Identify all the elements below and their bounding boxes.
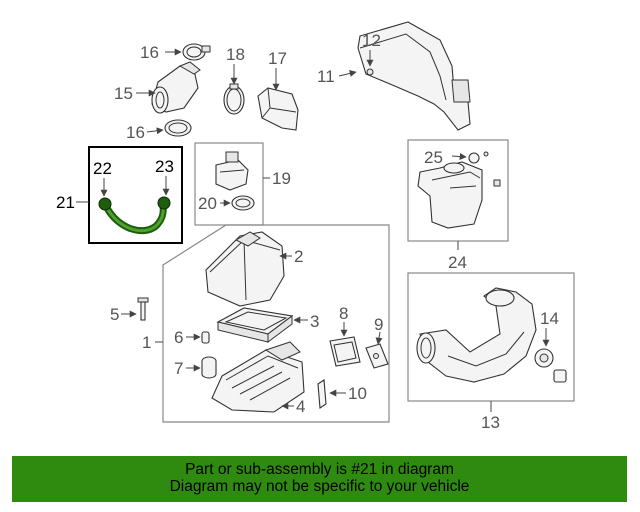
callout-14[interactable]: 14 (540, 309, 559, 328)
seal-plate-illustration[interactable] (329, 336, 361, 367)
callout-labels: 1 2 3 4 5 6 7 8 9 10 11 12 13 14 15 16 1… (56, 31, 559, 432)
resonator-cap-illustration[interactable] (468, 151, 501, 187)
callout-1[interactable]: 1 (142, 333, 151, 352)
callout-23[interactable]: 23 (155, 157, 174, 176)
callout-18[interactable]: 18 (226, 45, 245, 64)
bracket-plate-illustration[interactable] (365, 343, 389, 369)
callout-24[interactable]: 24 (448, 253, 467, 272)
part-21-highlight-box[interactable] (88, 146, 183, 244)
banner-line-1: Part or sub-assembly is #21 in diagram (185, 461, 454, 478)
sensor-illustration[interactable] (215, 151, 249, 191)
callout-16-lower[interactable]: 16 (126, 123, 145, 142)
clamp-lower-illustration[interactable] (164, 119, 192, 137)
callout-15[interactable]: 15 (114, 84, 133, 103)
callout-16-upper[interactable]: 16 (140, 43, 159, 62)
callout-3[interactable]: 3 (310, 312, 319, 331)
callout-13[interactable]: 13 (481, 413, 500, 432)
callout-7[interactable]: 7 (174, 359, 183, 378)
air-cleaner-lower-case-illustration[interactable] (211, 341, 305, 413)
callout-12[interactable]: 12 (362, 31, 381, 50)
upper-air-duct-illustration[interactable] (357, 21, 471, 131)
callout-25[interactable]: 25 (424, 148, 443, 167)
clamp-upper-illustration[interactable] (182, 43, 211, 61)
hose-clamp-illustration[interactable] (223, 83, 245, 115)
bracket-illustration[interactable] (257, 87, 299, 131)
part-23-clamp-icon[interactable] (157, 196, 171, 210)
part-21-hose-assembly[interactable] (98, 196, 171, 235)
callout-2[interactable]: 2 (294, 247, 303, 266)
callout-5[interactable]: 5 (110, 305, 119, 324)
air-cleaner-cover-illustration[interactable] (205, 231, 285, 307)
sensor-group-box (194, 142, 264, 226)
callout-19[interactable]: 19 (272, 169, 291, 188)
parts-diagram: 1 2 3 4 5 6 7 8 9 10 11 12 13 14 15 16 1… (56, 21, 575, 432)
air-cleaner-group-box (162, 224, 390, 423)
clip-illustration[interactable] (317, 379, 327, 409)
callout-10[interactable]: 10 (348, 384, 367, 403)
part-22-clamp-icon[interactable] (98, 197, 112, 211)
bolt-illustration[interactable] (137, 297, 149, 321)
intake-duct-illustration[interactable] (416, 287, 537, 383)
callout-20[interactable]: 20 (198, 194, 217, 213)
resonator-illustration[interactable] (417, 161, 483, 229)
selected-part-banner: Part or sub-assembly is #21 in diagram D… (12, 456, 627, 502)
leader-lines (76, 48, 550, 412)
banner-line-2: Diagram may not be specific to your vehi… (169, 478, 470, 495)
grommet-illustration[interactable] (534, 348, 567, 383)
o-ring-illustration[interactable] (231, 195, 255, 211)
insulator-illustration[interactable] (201, 356, 217, 379)
bushing-illustration[interactable] (201, 331, 210, 344)
callout-17[interactable]: 17 (268, 49, 287, 68)
callout-21[interactable]: 21 (56, 193, 75, 212)
callout-9[interactable]: 9 (374, 315, 383, 334)
air-filter-element-illustration[interactable] (216, 307, 294, 343)
callout-11[interactable]: 11 (317, 67, 335, 86)
callout-22[interactable]: 22 (93, 159, 112, 178)
callout-4[interactable]: 4 (296, 397, 305, 416)
mass-air-flow-housing-illustration[interactable] (151, 61, 201, 114)
callout-8[interactable]: 8 (339, 304, 348, 323)
callout-6[interactable]: 6 (174, 328, 183, 347)
